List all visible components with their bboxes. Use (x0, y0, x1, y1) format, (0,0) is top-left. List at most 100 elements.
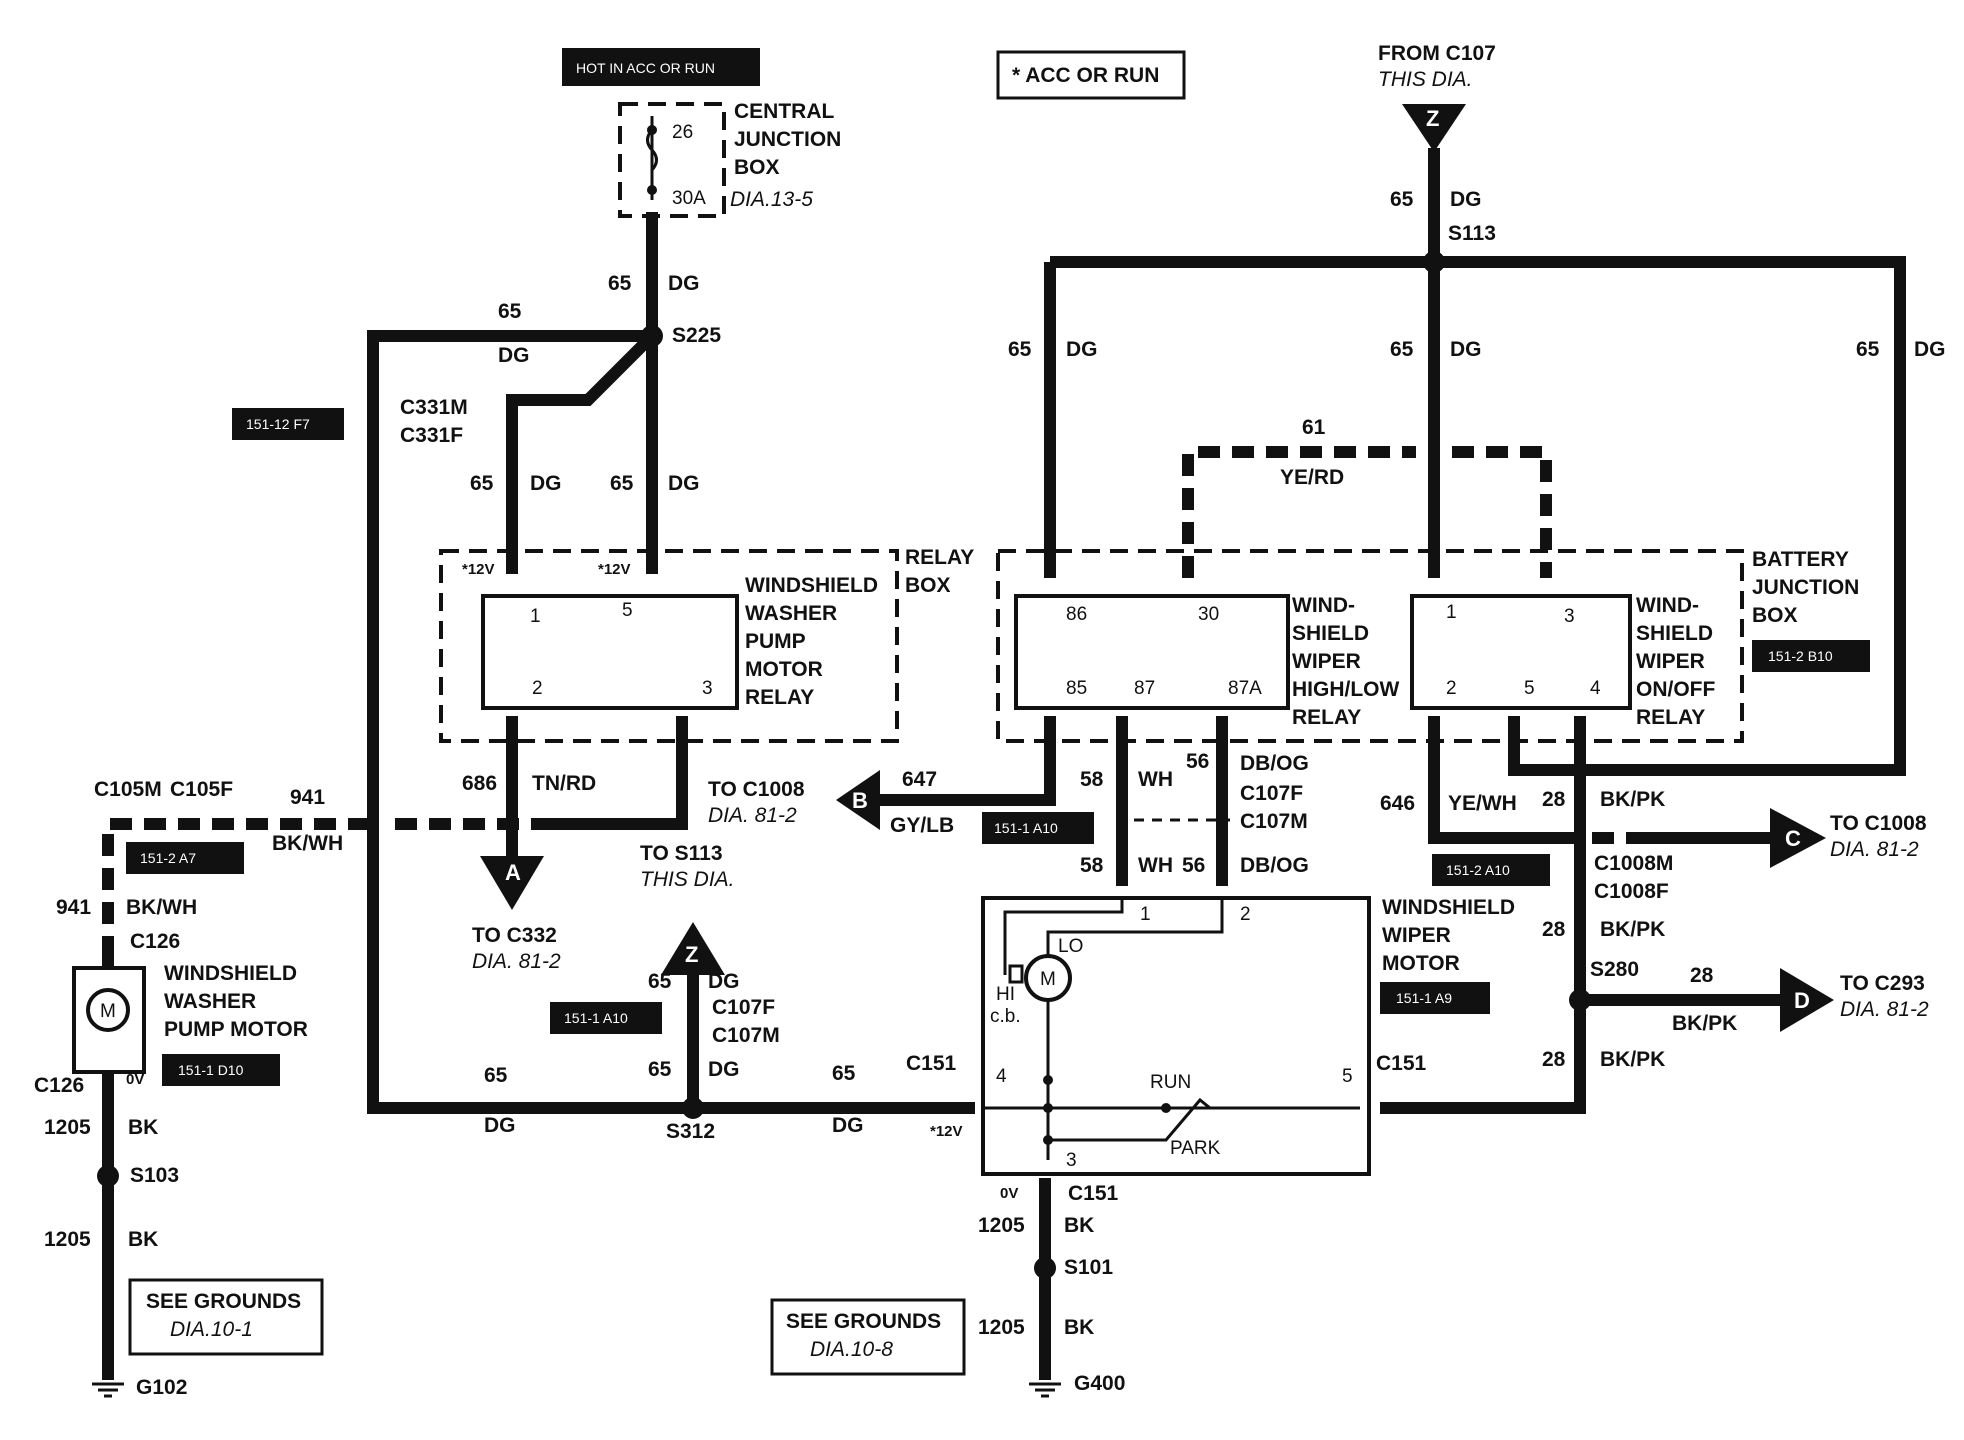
connector-c331m: C331M (400, 396, 468, 419)
wire-dg-f: DG (1066, 338, 1098, 361)
wire-941-b: 941 (56, 896, 91, 919)
central-junction-label-1: CENTRAL (734, 100, 834, 123)
connector-c151-c: C151 (1068, 1182, 1119, 1205)
hilo-relay-pin-85: 85 (1066, 678, 1087, 699)
hilo-relay-pin-87: 87 (1134, 678, 1155, 699)
onoff-relay-pin-1: 1 (1446, 602, 1457, 623)
wire-686: 686 (462, 772, 497, 795)
washer-relay-pin-2: 2 (532, 678, 543, 699)
splice-s101: S101 (1064, 1256, 1113, 1279)
arrow-c-letter: C (1785, 826, 1801, 851)
wire-941-a: 941 (290, 786, 325, 809)
wire-28-d: 28 (1542, 1048, 1566, 1071)
onoff-relay-label-1: WIND- (1636, 594, 1699, 617)
wire-dbog-a: DB/OG (1240, 752, 1309, 775)
tag-151-1-d10: 151-1 D10 (178, 1062, 244, 1078)
wiper-motor-m: M (1040, 969, 1056, 990)
wire-65-b: 65 (498, 300, 522, 323)
onoff-relay-pin-3: 3 (1564, 606, 1575, 627)
wire-1205-d: 1205 (978, 1316, 1025, 1339)
splice-s280: S280 (1590, 958, 1639, 981)
wire-dg-b: DG (498, 344, 530, 367)
connector-c107m-b: C107M (1240, 810, 1308, 833)
lo-label: LO (1058, 936, 1083, 957)
wire-dg-d: DG (668, 472, 700, 495)
wire-28-a: 28 (1542, 788, 1566, 811)
park-label: PARK (1170, 1138, 1221, 1159)
wire-bkpk-a: BK/PK (1600, 788, 1665, 811)
onoff-relay-label-4: ON/OFF (1636, 678, 1715, 701)
washer-relay-label-3: PUMP (745, 630, 806, 653)
hilo-relay-pin-86: 86 (1066, 604, 1087, 625)
tag-151-2-a10: 151-2 A10 (1446, 862, 1510, 878)
arrowheads (480, 104, 1834, 1032)
washer-relay-pin-5: 5 (622, 600, 633, 621)
connector-c1008f: C1008F (1594, 880, 1669, 903)
splice-s113: S113 (1448, 222, 1496, 245)
tag-151-2-b10: 151-2 B10 (1768, 648, 1833, 664)
from-c107-dia-label: THIS DIA. (1378, 68, 1473, 91)
connector-c105m: C105M (94, 778, 162, 801)
washer-motor-box (72, 966, 146, 1074)
splice-s312: S312 (666, 1120, 715, 1143)
wire-wh-a: WH (1138, 768, 1173, 791)
hilo-relay-label-5: RELAY (1292, 706, 1361, 729)
washer-relay-pin-1: 1 (530, 606, 541, 627)
to-c332-dia: DIA. 81-2 (472, 950, 561, 973)
motor-pin-4: 4 (996, 1066, 1007, 1087)
central-junction-label-2: JUNCTION (734, 128, 841, 151)
wire-65-e: 65 (1390, 188, 1414, 211)
arrow-a-letter: A (505, 860, 521, 885)
tag-151-1-a10-b: 151-1 A10 (994, 820, 1058, 836)
wire-65-d: 65 (610, 472, 634, 495)
ground-g102: G102 (136, 1376, 187, 1399)
wire-dg-k: DG (708, 1058, 740, 1081)
to-c1008-b-label: TO C1008 (708, 778, 805, 801)
wire-bkwh-a: BK/WH (272, 832, 343, 855)
relay-box-label-2: BOX (905, 574, 951, 597)
battery-junction-label-3: BOX (1752, 604, 1798, 627)
wire-bkpk-d: BK/PK (1600, 1048, 1665, 1071)
wire-dg-a: DG (668, 272, 700, 295)
wire-646: 646 (1380, 792, 1415, 815)
wire-bk-c: BK (1064, 1214, 1094, 1237)
central-junction-dia: DIA.13-5 (730, 188, 813, 211)
onoff-relay-pin-5: 5 (1524, 678, 1535, 699)
tag-151-2-a7: 151-2 A7 (140, 850, 196, 866)
v12-label-a: *12V (462, 561, 495, 578)
to-c1008-c-label: TO C1008 (1830, 812, 1927, 835)
wire-61: 61 (1302, 416, 1326, 439)
onoff-relay-label-5: RELAY (1636, 706, 1705, 729)
washer-relay-pin-3: 3 (702, 678, 713, 699)
connector-c107m-a: C107M (712, 1024, 780, 1047)
arrow-d-letter: D (1794, 988, 1810, 1013)
v0-label-b: 0V (1000, 1185, 1018, 1202)
wiper-motor-label-1: WINDSHIELD (1382, 896, 1515, 919)
wire-bkwh-b: BK/WH (126, 896, 197, 919)
wire-bk-d: BK (1064, 1316, 1094, 1339)
splice-s103: S103 (130, 1164, 179, 1187)
to-s113-dia: THIS DIA. (640, 868, 735, 891)
wire-dg-g: DG (1450, 338, 1482, 361)
wire-58-a: 58 (1080, 768, 1104, 791)
wire-56-a: 56 (1186, 750, 1209, 773)
reference-tags: 151-12 F7 151-2 A7 151-1 D10 151-1 A10 1… (126, 408, 1870, 1086)
wiper-motor-label-3: MOTOR (1382, 952, 1460, 975)
v0-label-a: 0V (126, 1071, 144, 1088)
motor-pin-3: 3 (1066, 1150, 1077, 1171)
washer-relay-label-5: RELAY (745, 686, 814, 709)
run-label: RUN (1150, 1072, 1191, 1093)
connector-c107f-a: C107F (712, 996, 775, 1019)
wire-647: 647 (902, 768, 937, 791)
onoff-relay-pin-2: 2 (1446, 678, 1457, 699)
connector-c331f: C331F (400, 424, 463, 447)
wire-65-c: 65 (470, 472, 494, 495)
washer-relay-label-1: WINDSHIELD (745, 574, 878, 597)
wire-65-j: 65 (648, 970, 672, 993)
connector-c105f: C105F (170, 778, 233, 801)
wire-dg-l: DG (832, 1114, 864, 1137)
tag-151-1-a9: 151-1 A9 (1396, 990, 1452, 1006)
hilo-relay-pin-30: 30 (1198, 604, 1219, 625)
washer-relay-label-4: MOTOR (745, 658, 823, 681)
fuse-pin-label: 26 (672, 122, 693, 143)
